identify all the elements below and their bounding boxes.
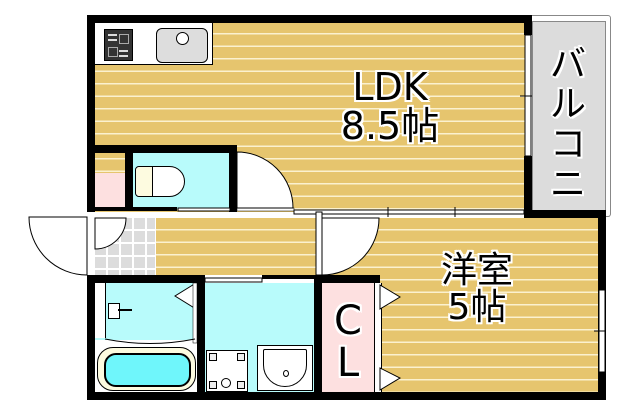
ldk-name: LDK: [352, 65, 428, 109]
balcony-char: コ: [549, 124, 586, 165]
hallway-floor: [156, 218, 316, 275]
balcony-char: ニ: [549, 164, 586, 205]
western-room-size: 5帖: [447, 286, 507, 328]
toilet-icon: [135, 166, 185, 197]
ldk-size: 8.5帖: [340, 103, 440, 148]
kitchen-sink-icon: [156, 28, 208, 63]
closet-door-strip: [374, 283, 382, 393]
closet-label: C L: [325, 300, 371, 384]
balcony-floor: [532, 21, 606, 213]
ldk-label: LDK 8.5帖: [330, 68, 450, 146]
storage-cabinet: [95, 173, 125, 208]
stove-icon: [104, 29, 133, 61]
bath-shelf: [95, 283, 106, 338]
washing-machine-pan-icon: [206, 350, 248, 392]
shower-hose: [118, 309, 132, 311]
western-room-name: 洋室: [440, 250, 513, 291]
balcony-char: バ: [549, 44, 586, 85]
western-room-label: 洋室 5帖: [422, 250, 532, 328]
washbasin-icon: [257, 345, 313, 391]
closet-label-c: C: [334, 298, 362, 344]
closet: [322, 283, 374, 393]
shower-icon: [108, 303, 120, 319]
closet-label-l: L: [336, 340, 360, 386]
balcony-char: ル: [549, 84, 586, 125]
bathtub-icon: [97, 347, 196, 391]
